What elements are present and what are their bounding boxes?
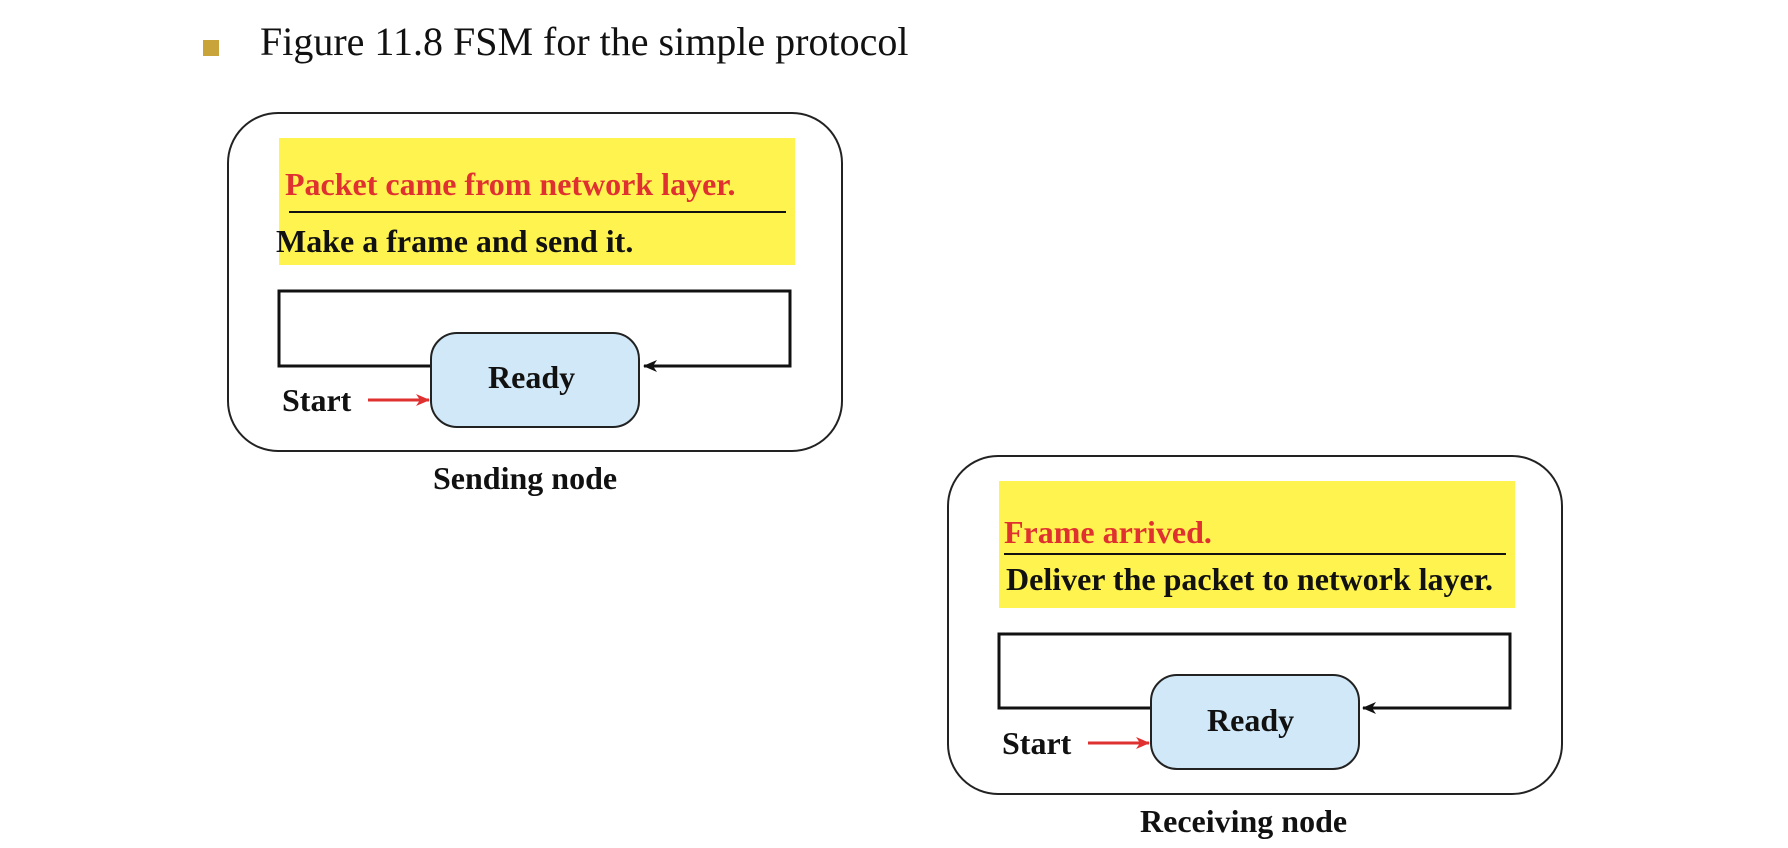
sending-ready-state [430, 332, 640, 428]
receiving-condition: Frame arrived. [1004, 514, 1212, 550]
sending-state-label: Ready [488, 359, 576, 395]
bullet-icon [203, 40, 219, 56]
sending-highlight [279, 138, 795, 265]
receiving-start-label: Start [1002, 725, 1072, 761]
receiving-highlight [999, 481, 1515, 608]
receiving-action: Deliver the packet to network layer. [1006, 561, 1494, 597]
receiving-state-label: Ready [1207, 702, 1295, 738]
sending-caption: Sending node [433, 460, 618, 496]
sending-self-loop [277, 289, 792, 372]
sending-node [227, 112, 843, 452]
sending-action: Make a frame and send it. [276, 223, 634, 259]
sending-condition: Packet came from network layer. [285, 166, 736, 202]
sending-start-label: Start [282, 382, 352, 418]
receiving-ready-state [1150, 674, 1360, 770]
receiving-self-loop [997, 632, 1512, 714]
receiving-node [947, 455, 1563, 795]
receiving-caption: Receiving node [1140, 803, 1348, 839]
page-title: Figure 11.8 FSM for the simple protocol [260, 19, 909, 64]
